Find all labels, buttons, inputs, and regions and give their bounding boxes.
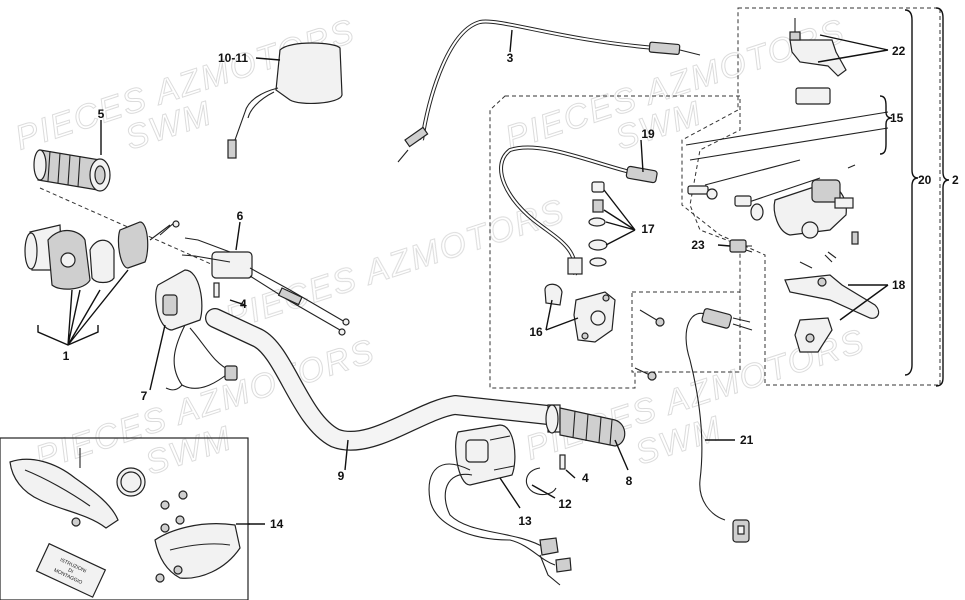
callout-6: 6: [237, 209, 244, 223]
left-grip: [33, 149, 111, 192]
callout-22: 22: [892, 44, 906, 58]
callout-18: 18: [892, 278, 906, 292]
callout-10-11: 10-11: [218, 51, 248, 65]
switch-cable-21: [685, 308, 753, 543]
callout-1: 1: [63, 349, 70, 363]
callout-19: 19: [641, 127, 655, 141]
callout-20: 20: [918, 173, 932, 187]
callout-13: 13: [518, 514, 532, 528]
right-switch: [428, 424, 572, 586]
callout-15: 15: [890, 111, 904, 125]
callout-8: 8: [626, 474, 633, 488]
throttle-cables: [181, 237, 350, 336]
group-21-outline: [631, 291, 741, 373]
booklet-text: DI: [67, 568, 74, 576]
rear-bracket-16: [544, 283, 616, 343]
clutch-cable-3: [397, 19, 701, 163]
callout-12: 12: [558, 497, 572, 511]
callout-23: 23: [691, 238, 705, 252]
mirror: [227, 42, 343, 159]
callout-4a: 4: [240, 297, 247, 311]
group-16-19-outline: [489, 95, 741, 389]
callout-7: 7: [141, 389, 148, 403]
leader-lines: [37, 7, 950, 525]
group-20-outline: [681, 7, 941, 386]
watermark-text: PIECES AZMOTORS: [221, 192, 570, 338]
callout-16: 16: [529, 325, 543, 339]
master-cylinder-20: [685, 111, 889, 245]
brake-lever-18: [784, 251, 880, 353]
handguard-kit-box: ISTRUZIONI DI MONTAGGIO: [0, 437, 249, 600]
callout-3: 3: [507, 51, 514, 65]
right-grip: [545, 404, 626, 447]
callout-4b: 4: [582, 471, 589, 485]
callout-5: 5: [98, 107, 105, 121]
callout-14: 14: [270, 517, 284, 531]
callout-labels: 1 2 3 4 4 5 6 7 8 9 10-11 12 13 14 15 16…: [63, 44, 959, 531]
circlip: [525, 467, 557, 496]
bolts: [634, 309, 665, 381]
brake-switch-23: [729, 239, 753, 253]
throttle-assembly: [24, 220, 180, 290]
left-switch: [155, 269, 238, 391]
callout-17: 17: [641, 222, 655, 236]
banjo-fittings: [588, 181, 608, 267]
handlebar: [205, 308, 558, 451]
pins: [213, 282, 566, 470]
brake-hose-19: [499, 145, 658, 276]
callout-21: 21: [740, 433, 754, 447]
reservoir-22: [789, 18, 847, 105]
callout-2: 2: [952, 173, 959, 187]
callout-9: 9: [338, 469, 345, 483]
